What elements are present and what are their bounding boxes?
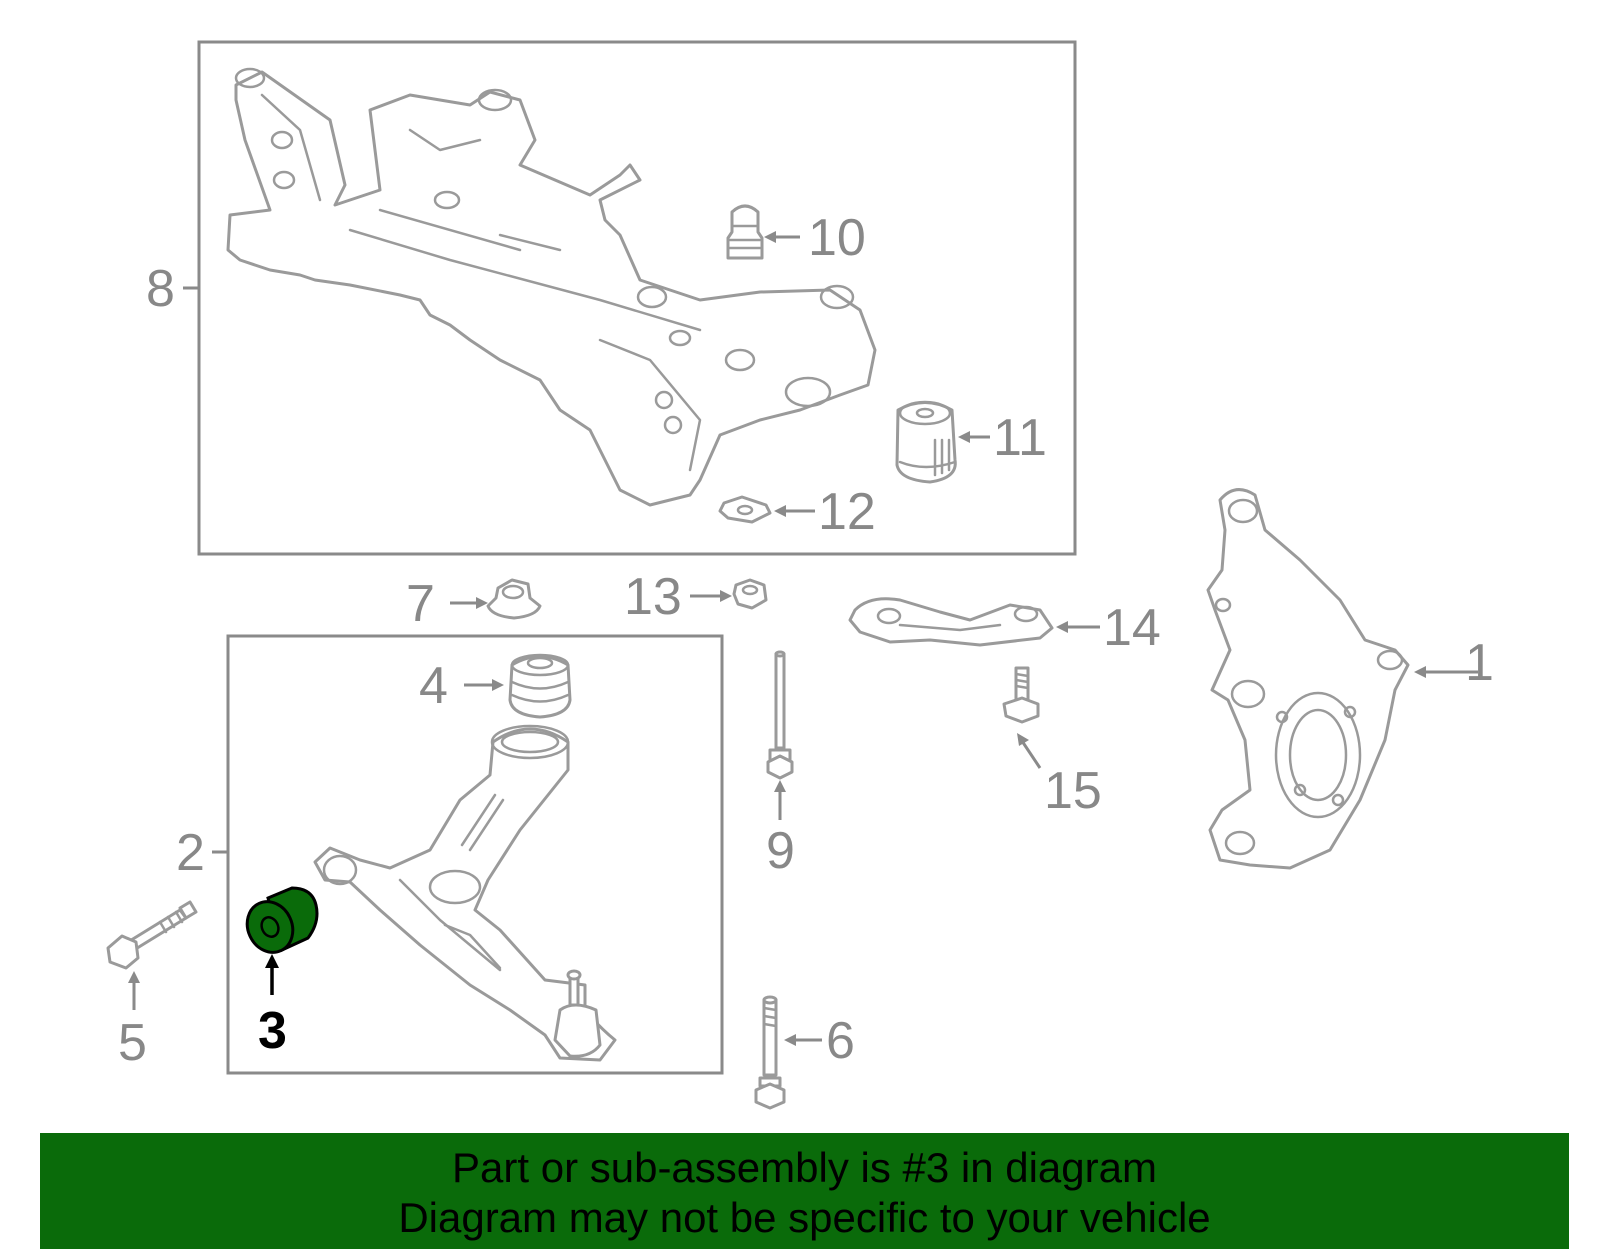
control-arm-group-box <box>226 634 724 1075</box>
leader-lines <box>128 231 1478 1046</box>
bolt-6-part[interactable] <box>754 995 786 1110</box>
callout-8: 8 <box>146 260 175 318</box>
callout-9: 9 <box>766 822 795 880</box>
callout-11: 11 <box>993 409 1047 467</box>
callout-7: 7 <box>406 575 435 633</box>
callout-1: 1 <box>1465 634 1494 692</box>
footer-line-2: Diagram may not be specific to your vehi… <box>398 1194 1211 1241</box>
washer-plate-part[interactable] <box>718 495 772 524</box>
subframe-mount-part[interactable] <box>895 400 957 484</box>
subframe-part[interactable] <box>226 67 877 507</box>
subframe-group-box <box>197 40 1077 556</box>
callout-4: 4 <box>419 657 448 715</box>
nut-7-part[interactable] <box>486 578 542 620</box>
callout-2: 2 <box>176 824 205 882</box>
callout-15: 15 <box>1044 762 1102 820</box>
lower-control-arm-part[interactable] <box>313 724 617 1062</box>
bushing-3-part[interactable] <box>239 886 319 960</box>
footer-line-1: Part or sub-assembly is #3 in diagram <box>452 1144 1157 1191</box>
footer-banner: Part or sub-assembly is #3 in diagram Di… <box>40 1133 1569 1249</box>
callout-3-highlighted: 3 <box>258 1002 287 1060</box>
bolt-5-part[interactable] <box>106 900 198 970</box>
callout-10: 10 <box>808 209 866 267</box>
callout-13: 13 <box>624 568 682 626</box>
nut-13-part[interactable] <box>732 578 768 610</box>
steering-knuckle-part[interactable] <box>1206 488 1410 870</box>
bracket-part[interactable] <box>848 597 1054 647</box>
callout-14: 14 <box>1103 599 1161 657</box>
bolt-9-part[interactable] <box>766 650 794 780</box>
callout-12: 12 <box>818 483 876 541</box>
bushing-4-part[interactable] <box>508 653 572 719</box>
bump-stop-part[interactable] <box>726 204 764 260</box>
callout-6: 6 <box>826 1012 855 1070</box>
callout-5: 5 <box>118 1014 147 1072</box>
bolt-15-part[interactable] <box>1002 666 1040 724</box>
